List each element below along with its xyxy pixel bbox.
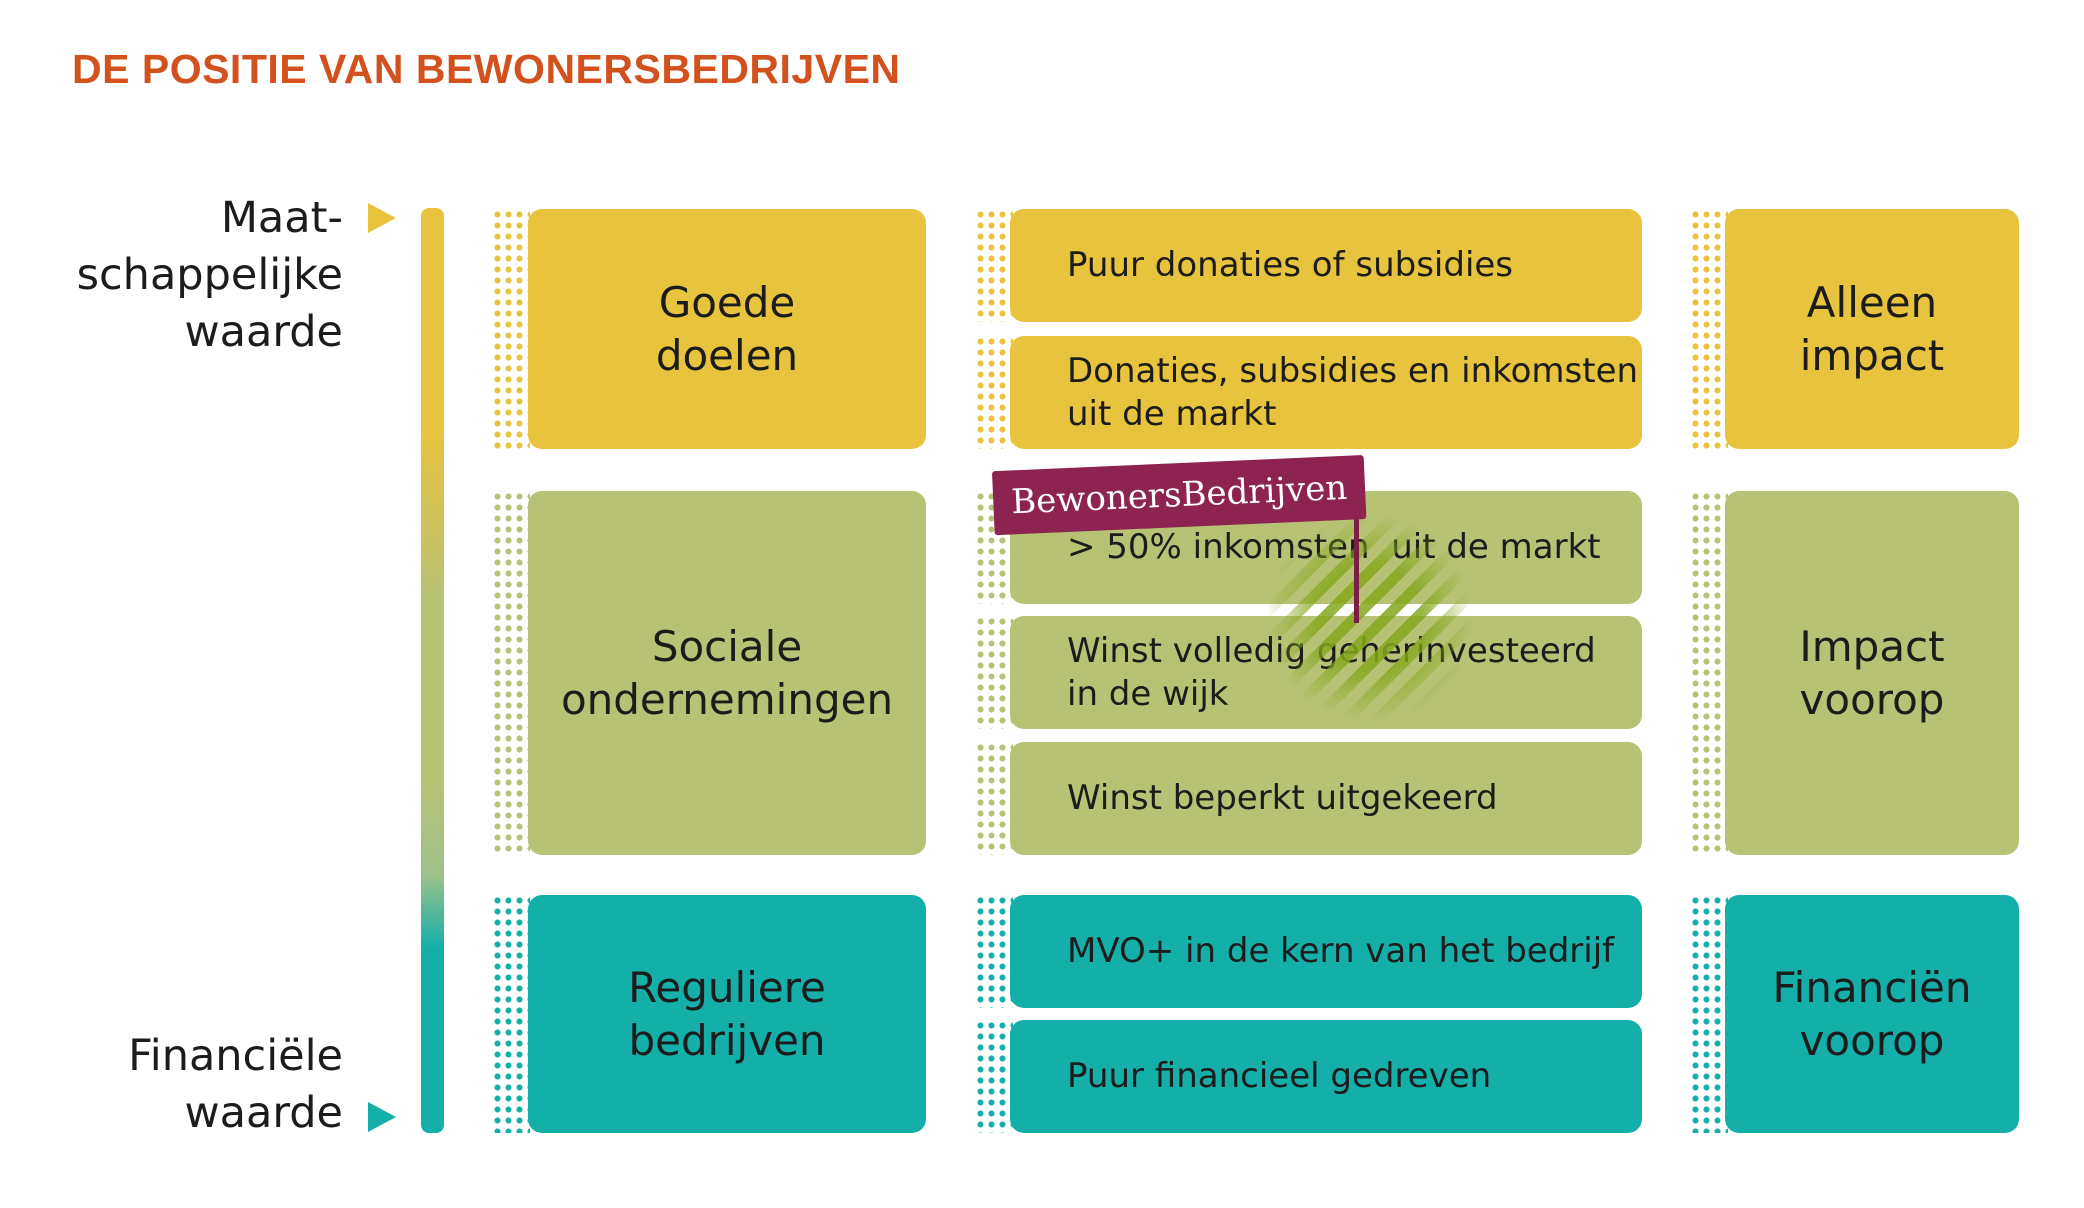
axis-label-social-value: Maat- schappelijke waarde [76, 193, 343, 357]
dot-pattern [975, 336, 1013, 449]
dot-pattern [975, 1020, 1013, 1133]
flag-label: BewonersBedrijven [1010, 467, 1348, 523]
arrow-right-icon [368, 1102, 396, 1132]
arrow-right-icon [368, 203, 396, 233]
focus-impact-voorop: Impact voorop [1725, 491, 2019, 855]
dot-pattern [975, 616, 1013, 729]
dot-pattern [1690, 895, 1728, 1133]
category-sociale-ondernemingen: Sociale ondernemingen [528, 491, 926, 855]
page-title: DE POSITIE VAN BEWONERSBEDRIJVEN [72, 46, 901, 92]
dot-pattern [975, 209, 1013, 322]
focus-label: Financiën voorop [1772, 963, 1972, 1065]
funding-label: Puur financieel gedreven [1067, 1056, 1492, 1096]
axis-label-financial-value: Financiële waarde [128, 1031, 343, 1138]
value-axis-bar [421, 208, 444, 1133]
funding-label: MVO+ in de kern van het bedrijf [1067, 931, 1615, 971]
focus-alleen-impact: Alleen impact [1725, 209, 2019, 449]
dot-pattern [492, 895, 530, 1133]
category-reguliere-bedrijven: Reguliere bedrijven [528, 895, 926, 1133]
dot-pattern [492, 491, 530, 855]
flag-pole [1354, 458, 1359, 623]
funding-item: MVO+ in de kern van het bedrijf [1010, 895, 1642, 1008]
focus-label: Alleen impact [1799, 278, 1945, 380]
funding-label: Puur donaties of subsidies [1067, 245, 1514, 285]
category-label: Sociale ondernemingen [560, 622, 894, 724]
category-label: Reguliere bedrijven [628, 963, 826, 1065]
flag-highlight [1265, 513, 1475, 723]
funding-item: Puur financieel gedreven [1010, 1020, 1642, 1133]
funding-label: Donaties, subsidies en inkomsten uit de … [1067, 350, 1639, 434]
funding-item: Winst beperkt uitgekeerd [1010, 742, 1642, 855]
category-label: Goede doelen [655, 278, 799, 380]
funding-item: Puur donaties of subsidies [1010, 209, 1642, 322]
dot-pattern [492, 209, 530, 449]
dot-pattern [975, 742, 1013, 855]
funding-label: Winst beperkt uitgekeerd [1067, 778, 1498, 818]
focus-financien-voorop: Financiën voorop [1725, 895, 2019, 1133]
dot-pattern [975, 895, 1013, 1008]
dot-pattern [1690, 491, 1728, 855]
dot-pattern [1690, 209, 1728, 449]
funding-item: Donaties, subsidies en inkomsten uit de … [1010, 336, 1642, 449]
category-goede-doelen: Goede doelen [528, 209, 926, 449]
focus-label: Impact voorop [1799, 622, 1945, 724]
